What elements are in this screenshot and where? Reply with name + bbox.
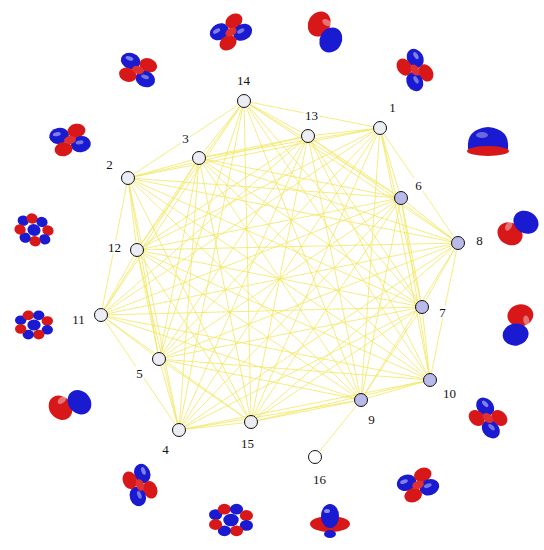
vertex-number: 2 (105, 158, 114, 171)
graph-edge (182, 142, 305, 423)
graph-edge (425, 249, 454, 301)
graph-edge (141, 107, 240, 245)
graph-edge (141, 164, 195, 244)
graph-edge (315, 129, 373, 135)
vertex-number: 14 (236, 74, 251, 87)
vertex-number: 10 (442, 387, 457, 400)
graph-edge (184, 203, 396, 425)
graph-edge (249, 106, 418, 301)
graph-edge (106, 141, 302, 311)
graph-vertex: 11 (94, 308, 108, 322)
graph-vertex: 12 (130, 243, 144, 257)
graph-edge (107, 319, 246, 418)
graph-edge (314, 140, 395, 194)
graph-edge (311, 142, 427, 373)
graph-edge (186, 423, 244, 429)
graph-edge (244, 108, 251, 415)
graph-edge (143, 253, 423, 377)
graph-edge (365, 249, 455, 394)
graph-edge (365, 313, 418, 394)
graph-edge (129, 185, 136, 243)
vertex-number: 5 (135, 367, 144, 380)
vertex-number: 13 (304, 109, 319, 122)
graph-edge (368, 382, 424, 398)
vertex-number: 8 (475, 234, 484, 247)
graph-vertex: 10 (423, 373, 437, 387)
graph-vertex: 7 (415, 300, 429, 314)
graph-edge (166, 360, 354, 398)
graph-edge (423, 314, 429, 373)
graph-edge (166, 246, 452, 357)
graph-vertex: 14 (237, 94, 251, 108)
graph-edge (250, 105, 452, 239)
graph-vertex: 16 (308, 450, 322, 464)
vertex-number: 9 (367, 413, 376, 426)
vertex-number: 12 (107, 241, 122, 254)
vertex-number: 15 (240, 437, 255, 450)
graph-vertex: 4 (172, 423, 186, 437)
graph-vertex: 9 (354, 393, 368, 407)
graph-edge (135, 129, 373, 176)
vertex-number: 3 (181, 132, 190, 145)
graph-edge (247, 108, 359, 394)
graph-edge (319, 405, 356, 451)
graph-vertex: 6 (394, 191, 408, 205)
graph-edge (185, 247, 452, 426)
graph-edge (250, 104, 302, 132)
graph-vertex: 15 (244, 415, 258, 429)
graph-edge (107, 132, 374, 311)
graph-edge (141, 256, 247, 416)
graph-edge (312, 142, 418, 301)
graph-edge (129, 185, 158, 352)
graph-edge (104, 256, 133, 309)
graph-edge (258, 382, 423, 421)
graph-edge (431, 250, 456, 373)
graph-vertex: 2 (121, 171, 135, 185)
graph-edge (144, 243, 451, 250)
graph-vertex: 8 (451, 236, 465, 250)
graph-edge (108, 307, 415, 315)
graph-edge (105, 164, 196, 309)
graph-vertex: 3 (192, 151, 206, 165)
vertex-number: 6 (414, 179, 423, 192)
graph-edge (206, 129, 373, 157)
graph-edge (144, 199, 394, 248)
graph-edge (252, 143, 306, 415)
vertex-number: 16 (312, 473, 327, 486)
graph-edge (258, 401, 354, 420)
graph-edge (161, 108, 242, 353)
graph-edge (406, 202, 452, 238)
graph-edge (134, 105, 238, 174)
graph-edge (143, 140, 302, 246)
graph-vertex: 13 (301, 129, 315, 143)
graph-edge (309, 143, 359, 393)
graph-edge (206, 160, 452, 241)
vertex-number: 4 (161, 443, 170, 456)
vertex-number: 7 (438, 306, 447, 319)
graph-edge (102, 185, 126, 308)
graph-edge (250, 105, 395, 195)
vertex-number: 1 (388, 101, 397, 114)
graph-edge (248, 107, 426, 374)
graph-edge (105, 107, 240, 309)
graph-vertex: 1 (373, 121, 387, 135)
graph-vertex: 5 (152, 352, 166, 366)
graph-edge (105, 321, 175, 424)
vertex-number: 11 (71, 313, 86, 326)
graph-edge (256, 248, 452, 418)
